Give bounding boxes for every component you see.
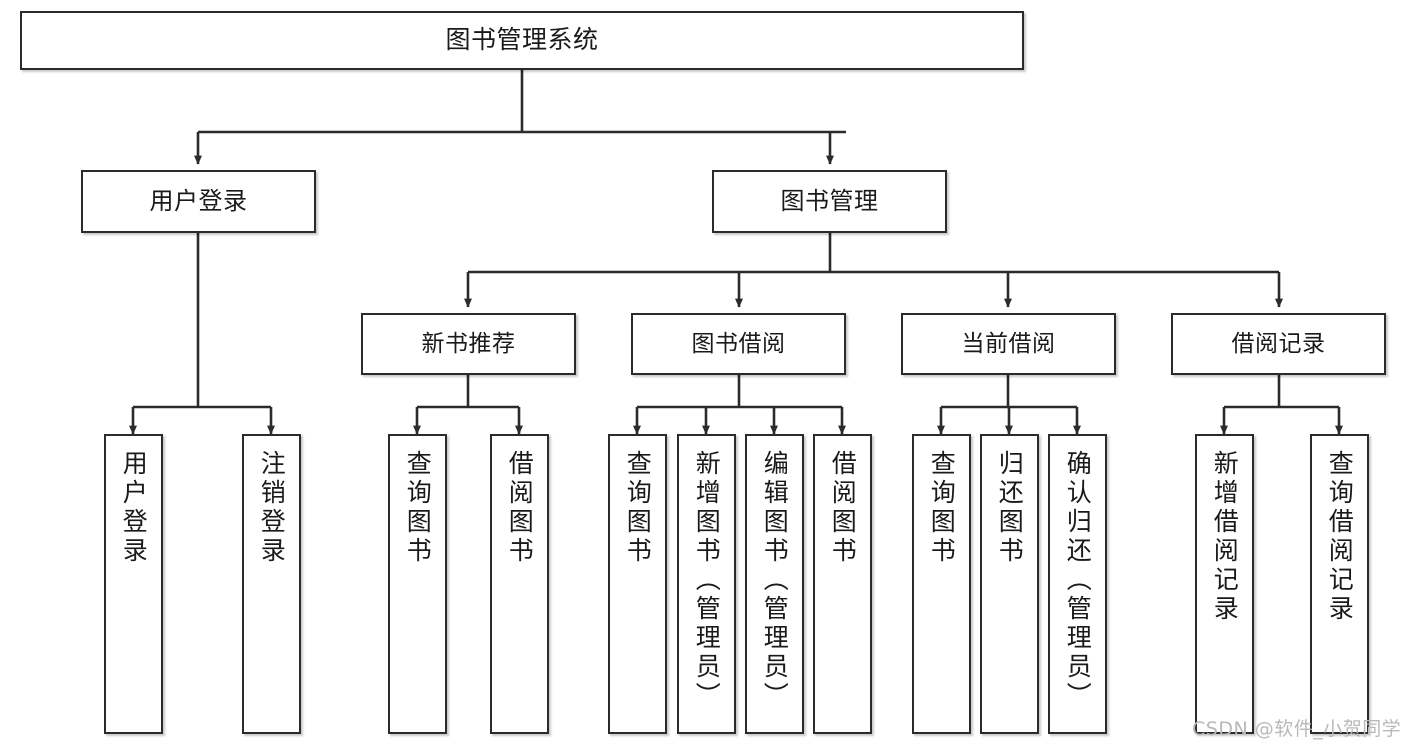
node-leaf-user-login[interactable]: 用户登录 [104, 434, 163, 734]
node-label: 归还图书 [995, 450, 1025, 566]
node-leaf-query-book-3[interactable]: 查询图书 [912, 434, 971, 734]
node-leaf-edit-book[interactable]: 编辑图书（管理员） [745, 434, 804, 734]
node-label: 图书管理 [780, 186, 879, 215]
node-label: 新增图书（管理员） [692, 450, 722, 711]
node-label: 用户登录 [149, 186, 248, 215]
csdn-watermark: CSDN @软件_小贺同学 [1192, 718, 1402, 740]
node-borrow-record[interactable]: 借阅记录 [1171, 313, 1386, 375]
node-leaf-logout-login[interactable]: 注销登录 [242, 434, 301, 734]
node-new-book-recommend[interactable]: 新书推荐 [361, 313, 576, 375]
node-label: 当前借阅 [961, 330, 1056, 357]
node-leaf-return-book[interactable]: 归还图书 [980, 434, 1039, 734]
node-book-management-system[interactable]: 图书管理系统 [20, 11, 1024, 70]
node-leaf-borrow-book-2[interactable]: 借阅图书 [813, 434, 872, 734]
node-label: 查询图书 [927, 450, 957, 566]
node-leaf-query-book-1[interactable]: 查询图书 [388, 434, 447, 734]
node-label: 新书推荐 [421, 330, 516, 357]
node-label: 图书管理系统 [445, 25, 599, 55]
node-label: 新增借阅记录 [1210, 450, 1240, 624]
node-label: 借阅图书 [828, 450, 858, 566]
node-label: 查询图书 [403, 450, 433, 566]
node-label: 注销登录 [257, 450, 287, 566]
node-label: 编辑图书（管理员） [760, 450, 790, 711]
node-leaf-query-record[interactable]: 查询借阅记录 [1310, 434, 1369, 734]
node-book-borrow[interactable]: 图书借阅 [631, 313, 846, 375]
node-label: 确认归还（管理员） [1063, 450, 1093, 711]
node-label: 图书借阅 [691, 330, 786, 357]
node-label: 查询借阅记录 [1325, 450, 1355, 624]
node-label: 用户登录 [119, 450, 149, 566]
node-current-borrow[interactable]: 当前借阅 [901, 313, 1116, 375]
node-leaf-add-record[interactable]: 新增借阅记录 [1195, 434, 1254, 734]
node-label: 借阅图书 [505, 450, 535, 566]
node-label: 借阅记录 [1231, 330, 1326, 357]
node-user-login[interactable]: 用户登录 [81, 170, 316, 233]
node-leaf-confirm-return[interactable]: 确认归还（管理员） [1048, 434, 1107, 734]
node-label: 查询图书 [623, 450, 653, 566]
node-leaf-query-book-2[interactable]: 查询图书 [608, 434, 667, 734]
node-book-manage[interactable]: 图书管理 [712, 170, 947, 233]
node-leaf-add-book[interactable]: 新增图书（管理员） [677, 434, 736, 734]
node-leaf-borrow-book-1[interactable]: 借阅图书 [490, 434, 549, 734]
